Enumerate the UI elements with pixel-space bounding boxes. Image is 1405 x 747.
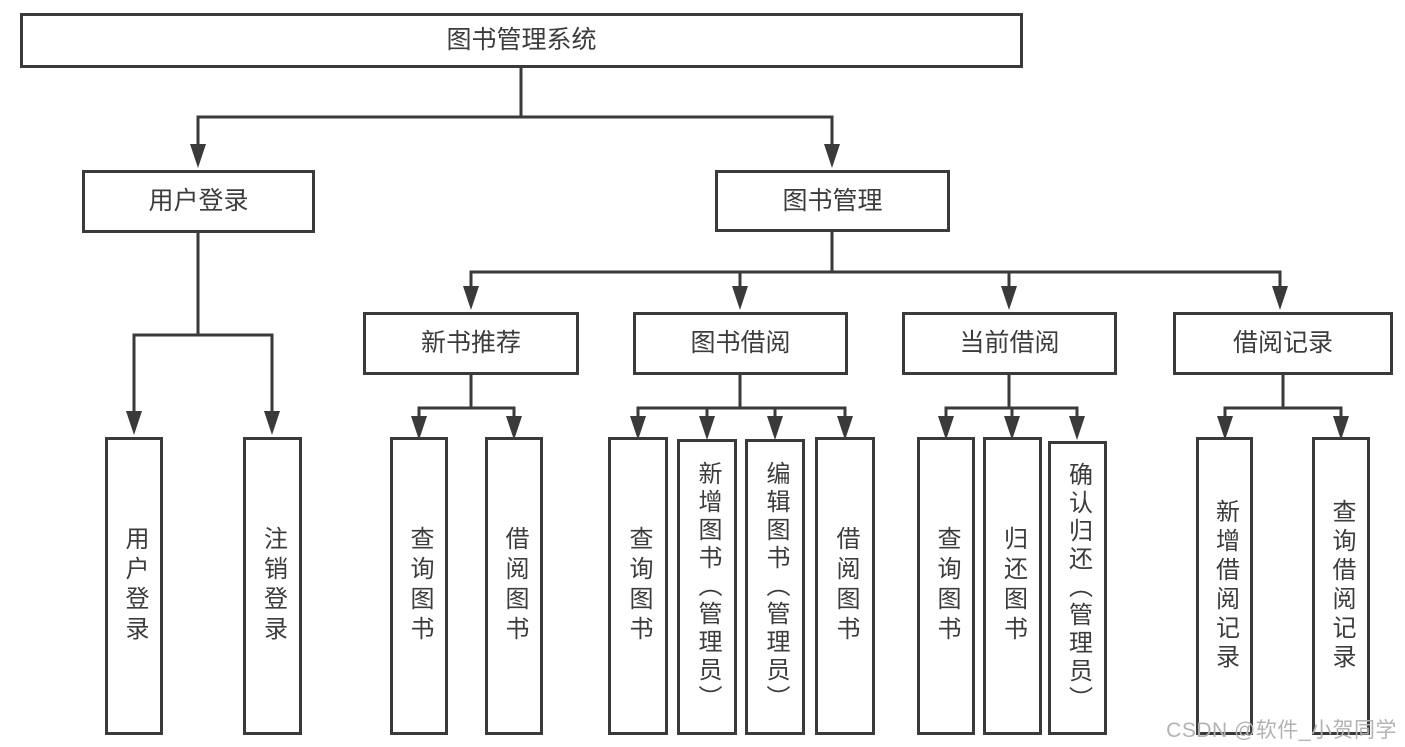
leaf-edit-book-admin: 编辑图书（管理员） — [745, 439, 805, 735]
leaf-query-books-current: 查询图书 — [917, 437, 975, 735]
leaf-query-books-recommend: 查询图书 — [390, 437, 448, 735]
leaf-borrow-books: 借阅图书 — [815, 437, 875, 735]
node-book-management: 图书管理 — [715, 170, 950, 232]
leaf-return-book: 归还图书 — [983, 437, 1042, 735]
watermark-text: CSDN @软件_小贺同学 — [1166, 719, 1397, 742]
node-current-borrow: 当前借阅 — [902, 312, 1117, 375]
leaf-user-login: 用户登录 — [105, 437, 163, 735]
node-book-borrow: 图书借阅 — [633, 312, 848, 375]
node-new-book-recommend: 新书推荐 — [363, 312, 579, 375]
leaf-confirm-return-admin: 确认归还（管理员） — [1048, 441, 1107, 735]
leaf-add-borrow-record: 新增借阅记录 — [1196, 437, 1253, 735]
leaf-query-books-borrow: 查询图书 — [608, 437, 668, 735]
node-borrow-records: 借阅记录 — [1173, 312, 1393, 375]
leaf-add-book-admin: 新增图书（管理员） — [677, 439, 737, 735]
node-user-login: 用户登录 — [82, 170, 315, 233]
leaf-query-borrow-record: 查询借阅记录 — [1312, 437, 1370, 735]
leaf-logout: 注销登录 — [243, 437, 302, 735]
node-library-management-system: 图书管理系统 — [20, 13, 1023, 68]
leaf-borrow-books-recommend: 借阅图书 — [485, 437, 543, 735]
